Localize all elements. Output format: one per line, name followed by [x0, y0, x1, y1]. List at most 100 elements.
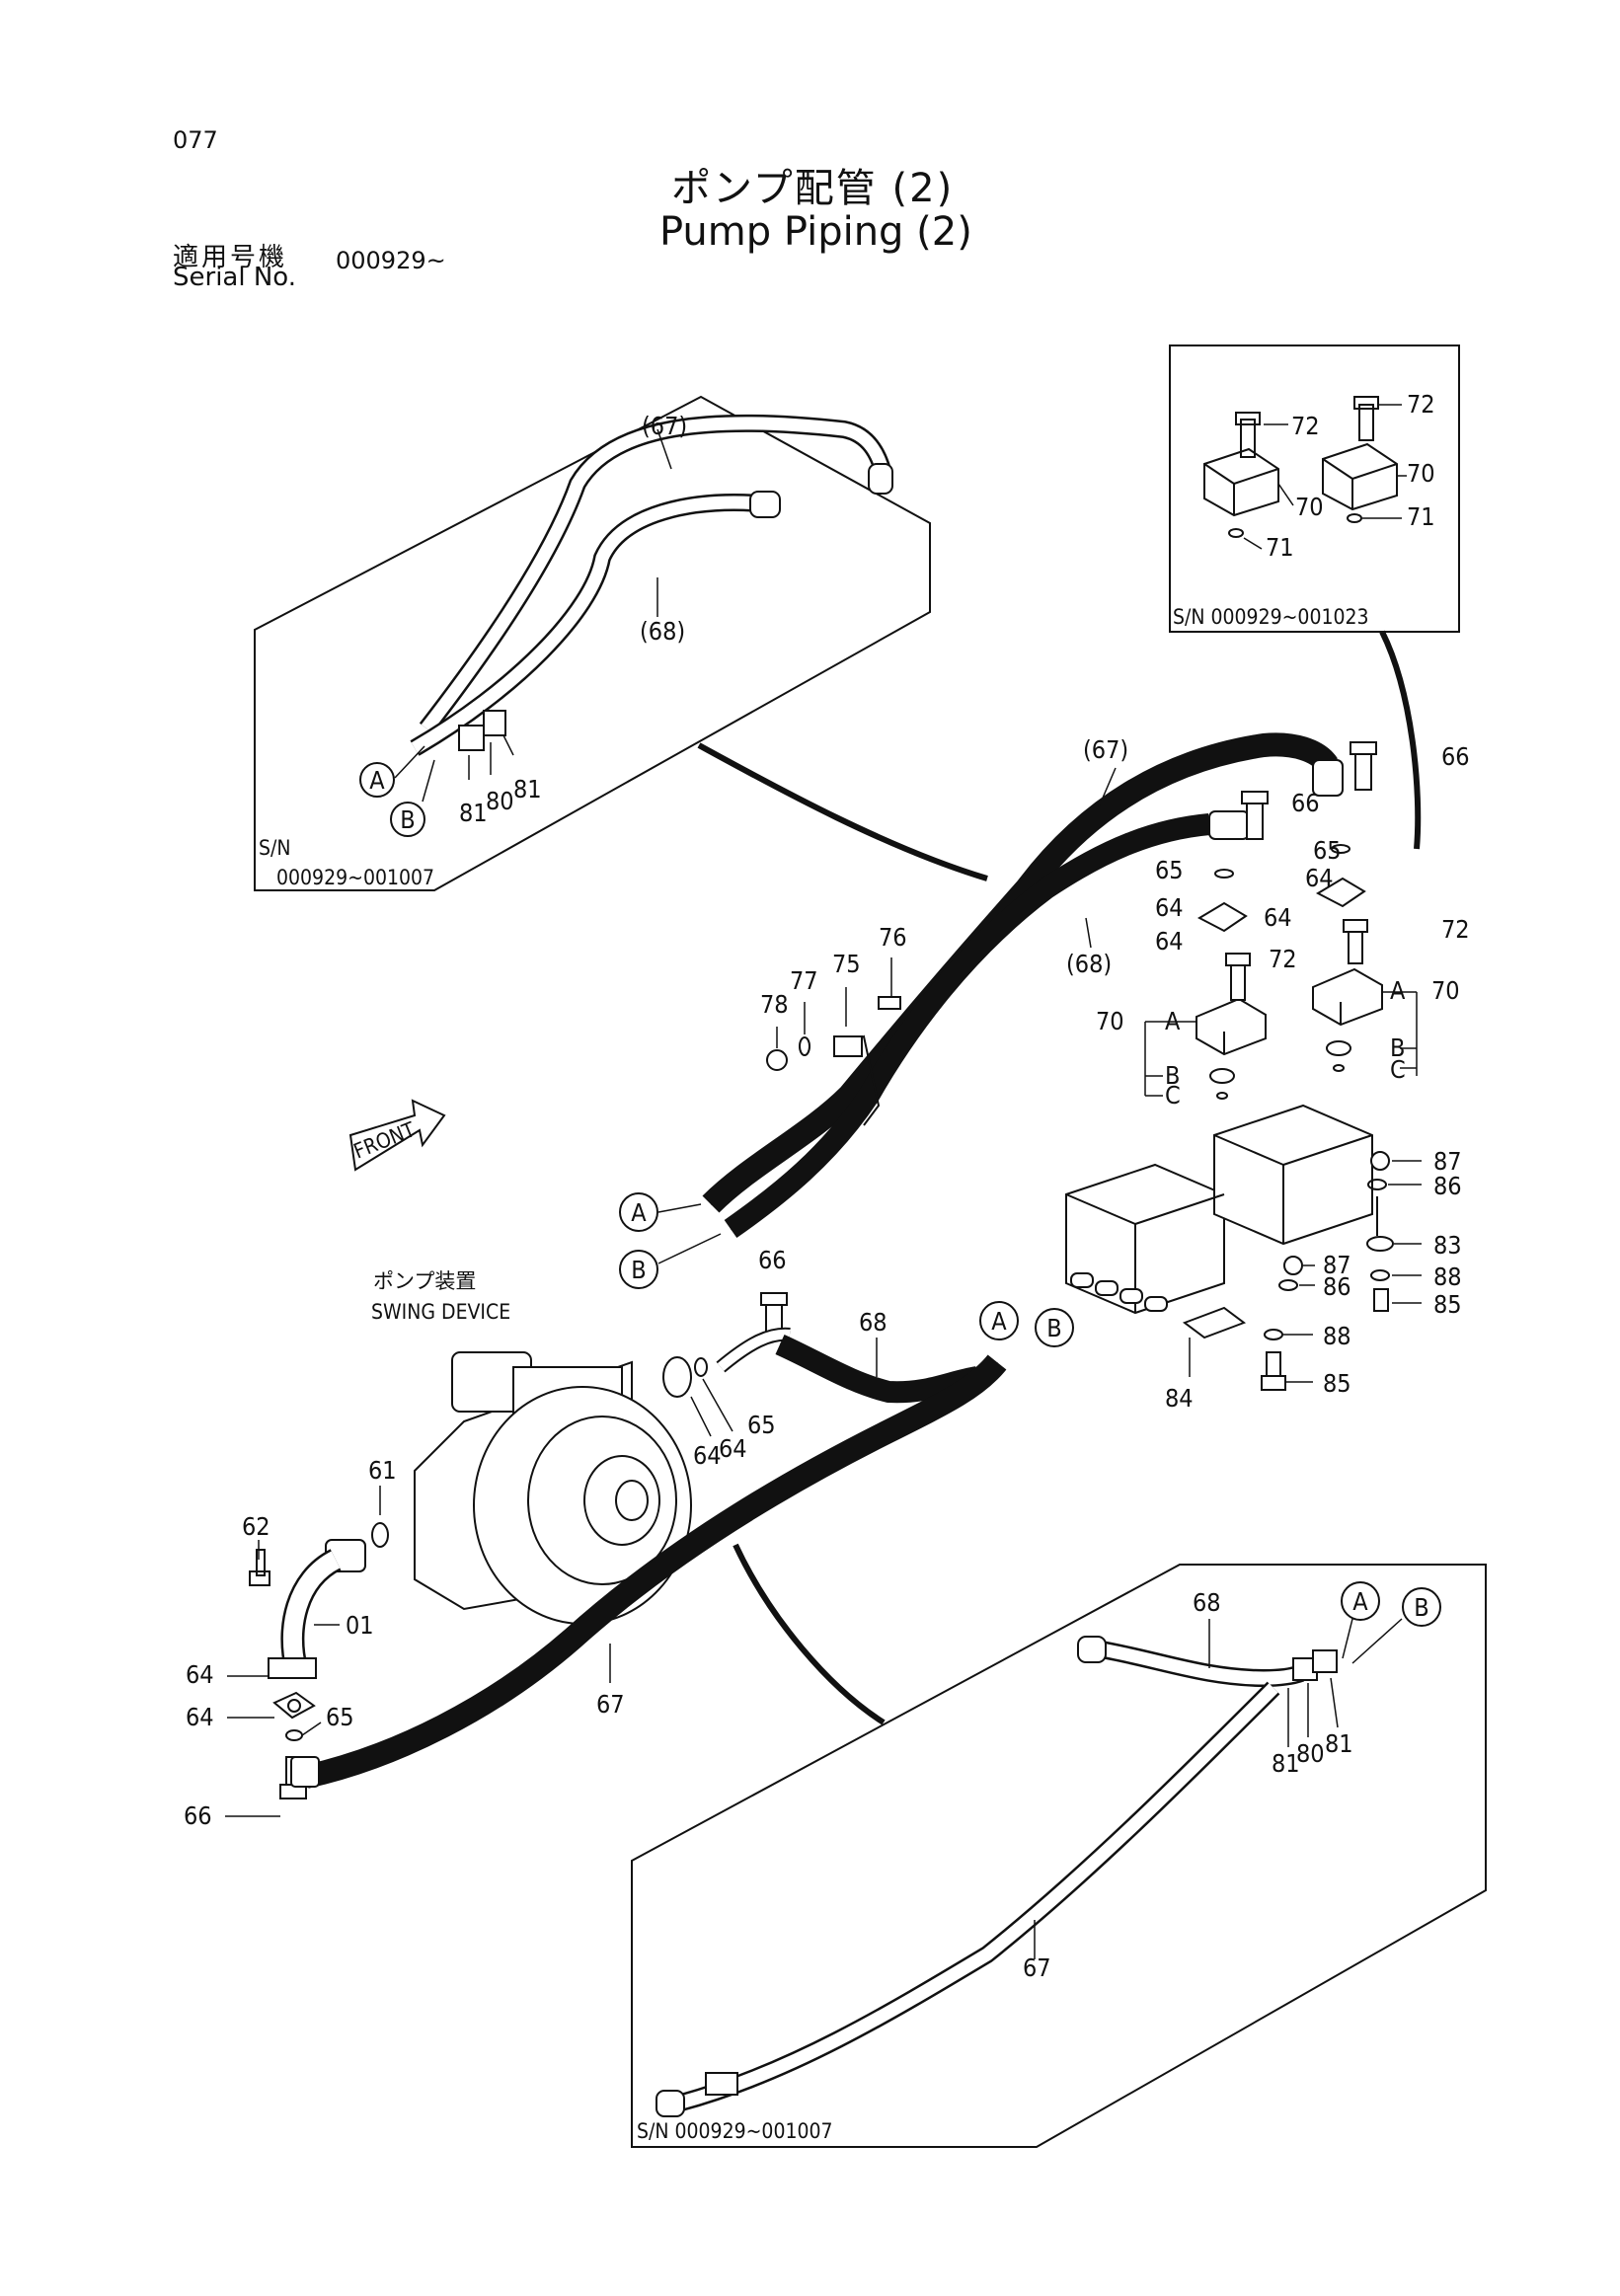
hose-68-upper [724, 813, 1211, 1239]
svg-text:B: B [1414, 1593, 1428, 1622]
part-number-70: 70 [1295, 493, 1324, 521]
part-number-81: 81 [1272, 1749, 1300, 1778]
part-number-67: 67 [1023, 1953, 1051, 1982]
circle-marker-b: B [619, 1250, 658, 1289]
part-number-81: 81 [513, 775, 542, 804]
circle-marker-b: B [1035, 1308, 1074, 1347]
part-number-71: 71 [1266, 533, 1294, 562]
serial-label: Serial No. [173, 263, 296, 292]
valve-block-left [1144, 791, 1269, 1100]
part-number-65: 65 [1313, 836, 1342, 865]
inset-connector [733, 1543, 886, 1725]
part-marker-b: B [1390, 1033, 1405, 1062]
part-number-70: 70 [1431, 976, 1460, 1005]
inset-top-left [254, 395, 931, 891]
part-number-64: 64 [719, 1434, 747, 1463]
svg-text:A: A [991, 1307, 1007, 1336]
part-number-64: 64 [1264, 903, 1292, 932]
part-number-67-paren: (67) [1083, 735, 1128, 764]
part-number-87: 87 [1433, 1147, 1462, 1176]
part-number-67: 67 [596, 1690, 625, 1719]
inset-sn-label: S/N [259, 836, 291, 860]
part-number-66: 66 [1441, 742, 1470, 771]
part-number-86: 86 [1323, 1272, 1351, 1301]
hose-67-lower [303, 1354, 1007, 1789]
part-number-85: 85 [1323, 1369, 1351, 1398]
circle-marker-b: B [1402, 1587, 1441, 1627]
part-number-72: 72 [1407, 390, 1435, 419]
part-marker-a: A [1390, 976, 1406, 1005]
part-number-01: 01 [346, 1611, 374, 1640]
part-number-66: 66 [1291, 789, 1320, 817]
elbow-fitting [225, 1486, 389, 1817]
svg-text:B: B [400, 805, 415, 834]
page-number: 077 [173, 126, 218, 154]
part-number-70: 70 [1096, 1007, 1124, 1035]
valve-block-right [1312, 741, 1418, 1076]
part-number-66: 66 [184, 1801, 212, 1830]
part-number-67-paren: (67) [642, 412, 687, 440]
part-number-86: 86 [1433, 1172, 1462, 1200]
part-marker-c: C [1390, 1055, 1406, 1084]
part-number-61: 61 [368, 1456, 397, 1485]
svg-text:A: A [369, 766, 385, 795]
part-number-68: 68 [1193, 1588, 1221, 1617]
part-number-72: 72 [1269, 945, 1297, 973]
circle-marker-a: A [979, 1301, 1019, 1340]
part-number-64: 64 [693, 1441, 722, 1470]
part-number-85: 85 [1433, 1290, 1462, 1319]
inset-sn-range: 000929~001007 [276, 866, 434, 889]
part-number-65: 65 [326, 1703, 354, 1731]
part-marker-b: B [1165, 1061, 1180, 1090]
inset-connector [697, 742, 988, 881]
part-number-65: 65 [747, 1411, 776, 1439]
inset-sn-range: S/N 000929~001007 [637, 2119, 833, 2143]
svg-text:B: B [631, 1256, 646, 1284]
part-number-88: 88 [1323, 1322, 1351, 1350]
front-arrow: FRONT [348, 1099, 446, 1172]
part-number-64: 64 [186, 1660, 214, 1689]
part-marker-c: C [1165, 1081, 1181, 1110]
part-number-68-paren: (68) [640, 617, 685, 646]
part-number-64: 64 [1155, 927, 1184, 956]
part-number-78: 78 [760, 990, 789, 1019]
part-number-72: 72 [1291, 412, 1320, 440]
inset-connector [1379, 630, 1422, 850]
swing-device [414, 1351, 692, 1625]
part-number-77: 77 [790, 966, 818, 995]
part-number-70: 70 [1407, 459, 1435, 488]
part-number-72: 72 [1441, 915, 1470, 944]
circle-marker-b: B [390, 802, 425, 837]
part-number-84: 84 [1165, 1384, 1194, 1413]
serial-value: 000929~ [336, 247, 446, 274]
part-number-88: 88 [1433, 1263, 1462, 1291]
part-number-64: 64 [1155, 893, 1184, 922]
svg-text:B: B [1046, 1314, 1061, 1342]
part-number-87: 87 [1323, 1251, 1351, 1279]
serial-label-japanese: 適用号機 [173, 243, 288, 272]
page-title: Pump Piping (2) [659, 209, 972, 255]
part-number-76: 76 [879, 923, 907, 952]
part-number-68: 68 [859, 1308, 887, 1337]
circle-marker-a: A [619, 1192, 658, 1232]
part-number-80: 80 [1296, 1739, 1325, 1768]
page-title-japanese: ポンプ配管 (2) [671, 166, 955, 211]
circle-marker-a: A [1341, 1581, 1380, 1621]
part-number-68-paren: (68) [1066, 950, 1112, 978]
part-number-66: 66 [758, 1246, 787, 1274]
part-number-81: 81 [1325, 1729, 1353, 1758]
part-number-83: 83 [1433, 1231, 1462, 1260]
svg-text:A: A [1352, 1587, 1368, 1616]
part-number-75: 75 [832, 950, 861, 978]
part-number-62: 62 [242, 1512, 270, 1541]
inset-top-right [1169, 344, 1460, 633]
control-valve-body [1065, 1104, 1422, 1391]
part-number-81: 81 [459, 799, 488, 827]
svg-text:A: A [631, 1198, 647, 1227]
clamp-assembly [766, 957, 901, 1126]
inset-sn-range: S/N 000929~001023 [1173, 605, 1369, 629]
inset-bottom [631, 1564, 1487, 2148]
part-number-64: 64 [186, 1703, 214, 1731]
part-marker-a: A [1165, 1007, 1181, 1035]
